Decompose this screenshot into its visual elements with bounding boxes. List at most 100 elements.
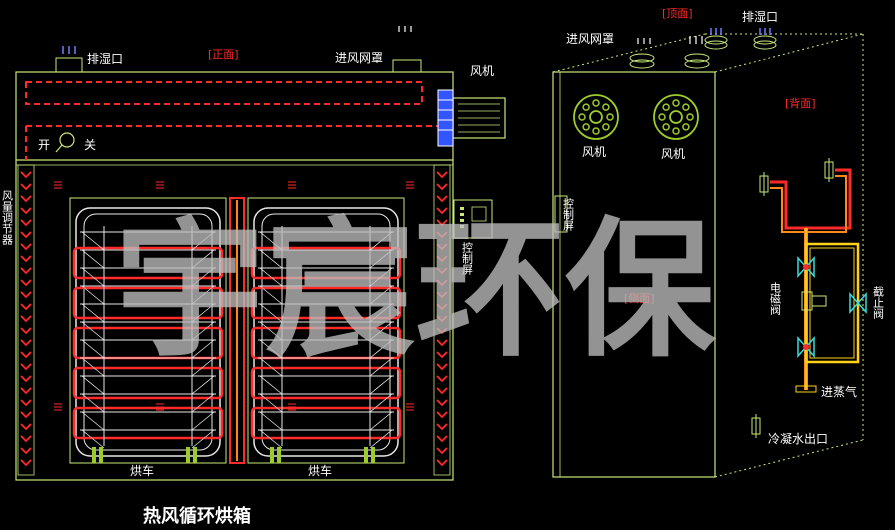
airflow-chevron xyxy=(436,447,448,455)
airflow-chevron xyxy=(20,207,32,215)
rack-brace xyxy=(259,231,283,251)
rack-brace xyxy=(369,429,393,449)
airflow-chevron xyxy=(20,291,32,299)
rack-brace xyxy=(81,375,105,395)
airflow-chevron xyxy=(20,171,32,179)
airflow-chevron xyxy=(436,387,448,395)
airflow-chevron xyxy=(20,363,32,371)
airflow-chevron xyxy=(436,171,448,179)
fan-hole xyxy=(592,127,600,135)
rack-brace xyxy=(369,285,393,305)
airflow-chevron xyxy=(20,219,32,227)
rack-brace xyxy=(191,375,215,395)
airflow-chevron xyxy=(436,183,448,191)
switch-knob-icon xyxy=(55,132,75,153)
rack-brace xyxy=(259,393,283,413)
label-solenoid-valve: 电磁阀 xyxy=(769,282,782,316)
cart-left-racks xyxy=(72,207,224,457)
rack-brace xyxy=(81,303,105,323)
label-control-panel-front: 控制屏 xyxy=(461,241,474,276)
fan-hole xyxy=(592,99,600,107)
label-exhaust-front: 排湿口 xyxy=(87,51,123,66)
center-heater xyxy=(229,197,245,464)
rack-frame xyxy=(75,207,221,457)
label-exhaust-back: 排湿口 xyxy=(742,9,778,24)
label-control-panel-side: 控制屏 xyxy=(562,197,575,232)
air-inlet-caps-top xyxy=(629,53,710,69)
heating-tube xyxy=(72,406,224,440)
airflow-chevron xyxy=(20,183,32,191)
airflow-small-marks xyxy=(54,181,414,411)
airflow-chevron xyxy=(20,231,32,239)
airflow-chevron xyxy=(20,351,32,359)
rack-brace xyxy=(259,357,283,377)
airflow-chevron xyxy=(20,423,32,431)
airflow-chevron xyxy=(20,327,32,335)
side-channel-left xyxy=(17,164,35,476)
label-fan-back-1: 风机 xyxy=(582,145,606,159)
inlet-steam-icon-top xyxy=(637,36,703,44)
heating-tube xyxy=(72,286,224,320)
airflow-chevron xyxy=(436,303,448,311)
fan-blower-lines xyxy=(438,99,453,131)
rack-frame-inner xyxy=(83,213,213,451)
label-steam-inlet: 进蒸气 xyxy=(821,384,857,399)
rack-brace xyxy=(81,357,105,377)
rack-brace xyxy=(259,285,283,305)
rack-brace xyxy=(369,357,393,377)
airflow-chevron xyxy=(20,315,32,323)
rack-brace xyxy=(259,339,283,359)
rack-brace xyxy=(191,357,215,377)
airflow-chevron xyxy=(20,387,32,395)
exhaust-caps-top xyxy=(704,35,777,50)
label-cart-left: 烘车 xyxy=(130,463,154,478)
fan-hole xyxy=(682,123,690,131)
airflow-chevron xyxy=(436,207,448,215)
cart-wheels xyxy=(92,447,375,463)
rack-brace xyxy=(191,303,215,323)
label-view-back: [背面] xyxy=(785,96,816,110)
fan-hole xyxy=(578,113,586,121)
exhaust-port-front xyxy=(55,57,83,73)
airflow-chevron xyxy=(20,447,32,455)
pipe-red-right xyxy=(806,168,852,230)
fan-hole xyxy=(582,123,590,131)
label-cart-right: 烘车 xyxy=(308,463,332,478)
rack-brace xyxy=(259,375,283,395)
rack-brace xyxy=(191,339,215,359)
rack-brace xyxy=(191,249,215,269)
airflow-chevron xyxy=(436,351,448,359)
label-air-inlet-front: 进风网罩 xyxy=(335,51,383,65)
airflow-chevron xyxy=(20,375,32,383)
rack-brace xyxy=(369,303,393,323)
rack-brace xyxy=(259,249,283,269)
rack-brace xyxy=(259,411,283,431)
fan-hole xyxy=(582,103,590,111)
fan-hub xyxy=(589,110,603,124)
exhaust-steam-icon xyxy=(62,46,76,54)
airflow-chevron xyxy=(20,399,32,407)
side-body-outline xyxy=(552,71,716,478)
pipe-orange-right xyxy=(806,175,847,233)
label-fan-front: 风机 xyxy=(470,64,494,78)
label-view-side: [侧面] xyxy=(624,292,655,305)
solenoid-valve-cores xyxy=(803,264,809,350)
heating-tube xyxy=(250,406,402,440)
pipe-bypass-loop-inner xyxy=(809,247,855,359)
airflow-chevron xyxy=(436,459,448,467)
rack-brace xyxy=(81,429,105,449)
airflow-chevron xyxy=(20,303,32,311)
control-panel-front xyxy=(453,199,493,239)
control-panel-side xyxy=(554,195,568,233)
airflow-chevron xyxy=(436,423,448,431)
rack-brace xyxy=(191,267,215,287)
airflow-chevron xyxy=(20,411,32,419)
fan-ring xyxy=(573,94,619,140)
fan-hole xyxy=(662,103,670,111)
fan-hole xyxy=(662,123,670,131)
label-air-regulator: 风量调节器 xyxy=(1,190,14,246)
fan-hole xyxy=(602,123,610,131)
pipe-red-left xyxy=(770,180,806,230)
heating-tube xyxy=(250,366,402,400)
